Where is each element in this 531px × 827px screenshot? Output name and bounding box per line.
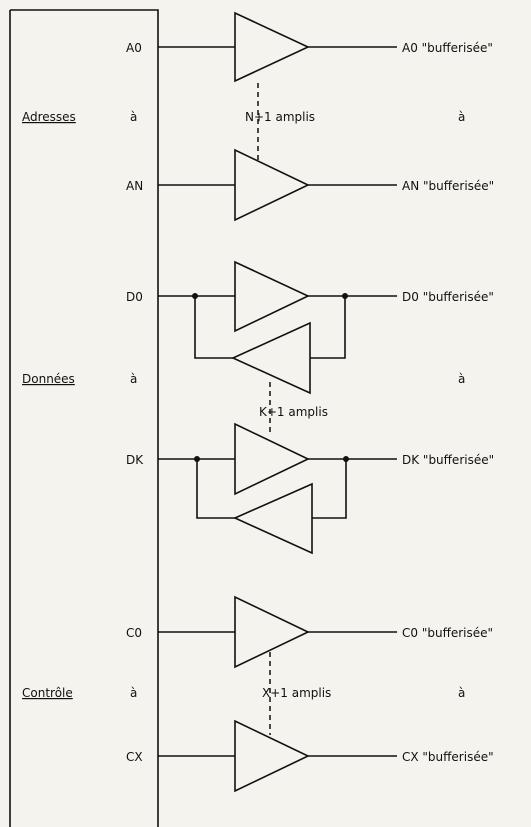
output-label-an: AN "bufferisée": [402, 179, 494, 193]
control-amp-count: X+1 amplis: [262, 686, 331, 700]
dk-input-junction: [194, 456, 200, 462]
dk-return-wire-right: [312, 459, 347, 519]
d0-return-wire-right: [310, 296, 346, 359]
dk-return-amplifier: [233, 482, 313, 555]
dk-output-junction: [343, 456, 349, 462]
adresses-range-word: à: [130, 110, 137, 124]
data-amp-count: K+1 amplis: [259, 405, 328, 419]
output-label-a0: A0 "bufferisée": [402, 41, 493, 55]
c0-amplifier: [234, 595, 310, 669]
d0-return-amplifier: [231, 321, 311, 395]
pin-label-an: AN: [126, 179, 143, 193]
d0-output-junction: [342, 293, 348, 299]
output-label-d0: D0 "bufferisée": [402, 290, 494, 304]
output-label-dk: DK "bufferisée": [402, 453, 494, 467]
d0-input-junction: [192, 293, 198, 299]
pin-label-dk: DK: [126, 453, 144, 467]
output-range-word-controle: à: [458, 686, 465, 700]
group-label-donnees: Données: [22, 372, 75, 386]
d0-forward-amplifier: [234, 260, 310, 333]
output-range-word-donnees: à: [458, 372, 465, 386]
dk-return-wire-left: [196, 459, 235, 519]
pin-label-a0: A0: [126, 41, 142, 55]
output-range-word-adresses: à: [458, 110, 465, 124]
controle-range-word: à: [130, 686, 137, 700]
pin-label-cx: CX: [126, 750, 143, 764]
pin-label-c0: C0: [126, 626, 142, 640]
dk-forward-amplifier: [234, 422, 310, 496]
d0-return-wire-left: [194, 296, 233, 359]
an-amplifier: [234, 148, 310, 222]
output-label-cx: CX "bufferisée": [402, 750, 494, 764]
a0-amplifier: [234, 11, 310, 83]
bus-block-outline: [10, 9, 159, 827]
output-label-c0: C0 "bufferisée": [402, 626, 493, 640]
cx-amplifier: [234, 719, 310, 793]
pin-label-d0: D0: [126, 290, 143, 304]
group-label-controle: Contrôle: [22, 686, 73, 700]
donnees-range-word: à: [130, 372, 137, 386]
address-amp-count: N+1 amplis: [245, 110, 315, 124]
group-label-adresses: Adresses: [22, 110, 76, 124]
